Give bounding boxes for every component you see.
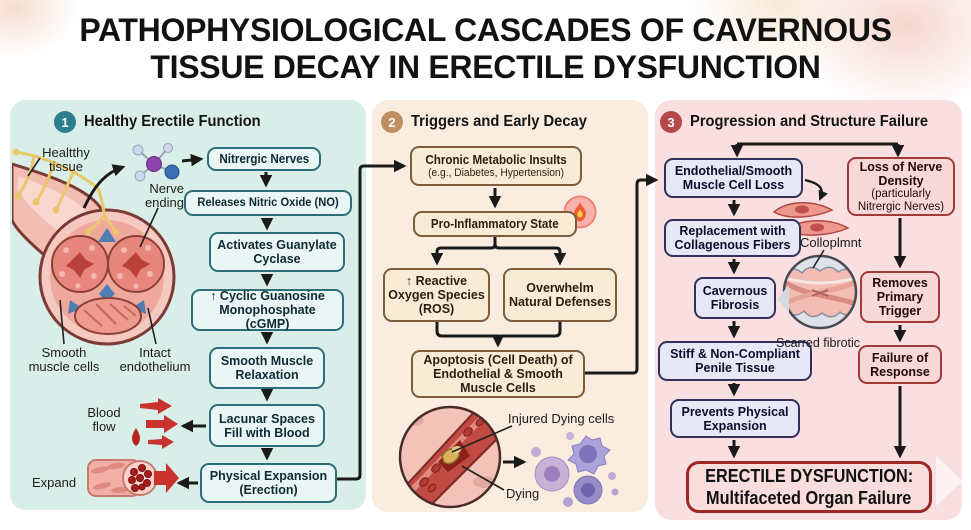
- node-erectile-dysfunction-final: ERECTILE DYSFUNCTION: Multifaceted Organ…: [686, 461, 932, 513]
- label-expand: Expand: [31, 475, 77, 490]
- panel3-number-badge: 3: [660, 111, 682, 133]
- node-releases-no: Releases Nitric Oxide (NO): [184, 190, 352, 216]
- panel3-header-label: Progression and Structure Failure: [690, 113, 929, 130]
- node-nerve-loss-subtitle: (particularly Nitrergic Nerves): [857, 187, 945, 213]
- node-pro-inflammatory-state: Pro-Inflammatory State: [413, 211, 577, 237]
- node-overwhelm-label: Overwhelm Natural Defenses: [508, 281, 612, 309]
- page-title: PATHOPHYSIOLOGICAL CASCADES OF CAVERNOUS…: [0, 12, 971, 87]
- no-molecule-icon: [132, 143, 180, 182]
- node-cgmp: ↑ Cyclic Guanosine Monophosphate (cGMP): [191, 289, 344, 331]
- label-smooth-muscle-cells: Smooth muscle cells: [28, 345, 100, 375]
- label-injured-dying-cells: Injured Dying cells: [508, 411, 615, 426]
- node-nitrergic-nerves: Nitrergic Nerves: [207, 147, 321, 171]
- panel2-header: 2 Triggers and Early Decay: [381, 110, 602, 134]
- panel3-header: 3 Progression and Structure Failure: [660, 110, 949, 134]
- injured-vessel-illustration: [398, 405, 502, 509]
- node-nerve-density-loss: Loss of Nerve Density (particularly Nitr…: [847, 157, 955, 216]
- node-cell-loss-label: Endothelial/Smooth Muscle Cell Loss: [674, 164, 793, 192]
- expanding-vessel-icon: [87, 459, 179, 497]
- panel2-header-label: Triggers and Early Decay: [411, 113, 587, 130]
- node-ed-line1: ERECTILE DYSFUNCTION:: [704, 464, 914, 486]
- label-healthy-tissue: Healtthy tissue: [42, 145, 90, 175]
- node-ed-line2: Multifaceted Organ Failure: [706, 487, 912, 508]
- panel1-header-label: Healthy Erectile Function: [84, 113, 261, 130]
- node-stiff-label: Stiff & Non-Compliant Penile Tissue: [670, 347, 800, 375]
- node-prevents-expansion: Prevents Physical Expansion: [670, 399, 800, 438]
- node-nitrergic-nerves-label: Nitrergic Nerves: [219, 152, 309, 166]
- node-chronic-title: Chronic Metabolic Insults: [425, 152, 567, 167]
- node-removes-trigger: Removes Primary Trigger: [860, 271, 940, 323]
- node-prevents-label: Prevents Physical Expansion: [681, 404, 789, 433]
- node-smooth-muscle-relaxation: Smooth Muscle Relaxation: [209, 347, 325, 389]
- node-activates-label: Activates Guanylate Cyclase: [217, 238, 337, 266]
- label-scarred-fibrotic: Scarred fibrotic: [776, 336, 861, 350]
- node-reactive-oxygen-species: ↑ Reactive Oxygen Species (ROS): [383, 268, 490, 322]
- node-expansion-label: Physical Expansion (Erection): [209, 469, 328, 497]
- node-overwhelm-defenses: Overwhelm Natural Defenses: [503, 268, 617, 322]
- title-line-2: TISSUE DECAY IN ERECTILE DYSFUNCTION: [150, 49, 821, 86]
- node-collagen-replacement: Replacement with Collagenous Fibers: [664, 219, 801, 257]
- label-dying: Dying: [506, 486, 540, 501]
- node-cgmp-label: ↑ Cyclic Guanosine Monophosphate (cGMP): [210, 289, 325, 331]
- scarred-fibrotic-illustration: [782, 254, 858, 330]
- panel1-number-badge: 1: [54, 111, 76, 133]
- node-relaxation-label: Smooth Muscle Relaxation: [220, 354, 314, 382]
- label-blood-flow: Blood flow: [87, 405, 121, 435]
- node-nerve-loss-title: Loss of Nerve Density: [859, 159, 943, 188]
- spindle-cells-illustration: [772, 202, 850, 236]
- node-chronic-metabolic-insults: Chronic Metabolic Insults (e.g., Diabete…: [410, 146, 582, 186]
- node-activates-guanylate-cyclase: Activates Guanylate Cyclase: [209, 232, 345, 272]
- node-apoptosis: Apoptosis (Cell Death) of Endothelial & …: [411, 350, 585, 398]
- title-line-1: PATHOPHYSIOLOGICAL CASCADES OF CAVERNOUS: [79, 12, 892, 48]
- dying-cells-illustration: [531, 432, 619, 507]
- node-stiff-tissue: Stiff & Non-Compliant Penile Tissue: [658, 341, 812, 381]
- label-intact-endothelium: Intact endothelium: [119, 345, 191, 375]
- node-fibrosis-label: Cavernous Fibrosis: [702, 284, 768, 312]
- panel2-number-badge: 2: [381, 111, 403, 133]
- node-releases-no-label: Releases Nitric Oxide (NO): [197, 195, 339, 210]
- label-nerve-ending: Nerve ending: [144, 181, 184, 211]
- node-removes-label: Removes Primary Trigger: [872, 276, 928, 318]
- node-lacunar-label: Lacunar Spaces Fill with Blood: [219, 411, 315, 440]
- node-replacement-label: Replacement with Collagenous Fibers: [674, 224, 791, 252]
- node-cell-loss: Endothelial/Smooth Muscle Cell Loss: [664, 158, 803, 198]
- blood-flow-icon: [132, 398, 178, 449]
- label-collagen-deposit: Colloplmnt: [800, 235, 862, 250]
- node-apoptosis-label: Apoptosis (Cell Death) of Endothelial & …: [423, 353, 573, 395]
- node-lacunar-spaces: Lacunar Spaces Fill with Blood: [209, 404, 325, 447]
- node-physical-expansion: Physical Expansion (Erection): [200, 463, 337, 503]
- node-chronic-subtitle: (e.g., Diabetes, Hypertension): [428, 166, 564, 179]
- node-ros-label: ↑ Reactive Oxygen Species (ROS): [388, 274, 485, 316]
- node-failure-label: Failure of Response: [870, 350, 930, 379]
- node-inflammatory-label: Pro-Inflammatory State: [431, 217, 559, 231]
- node-failure-of-response: Failure of Response: [858, 345, 942, 384]
- panel1-header: 1 Healthy Erectile Function: [54, 110, 276, 134]
- node-cavernous-fibrosis: Cavernous Fibrosis: [694, 277, 776, 319]
